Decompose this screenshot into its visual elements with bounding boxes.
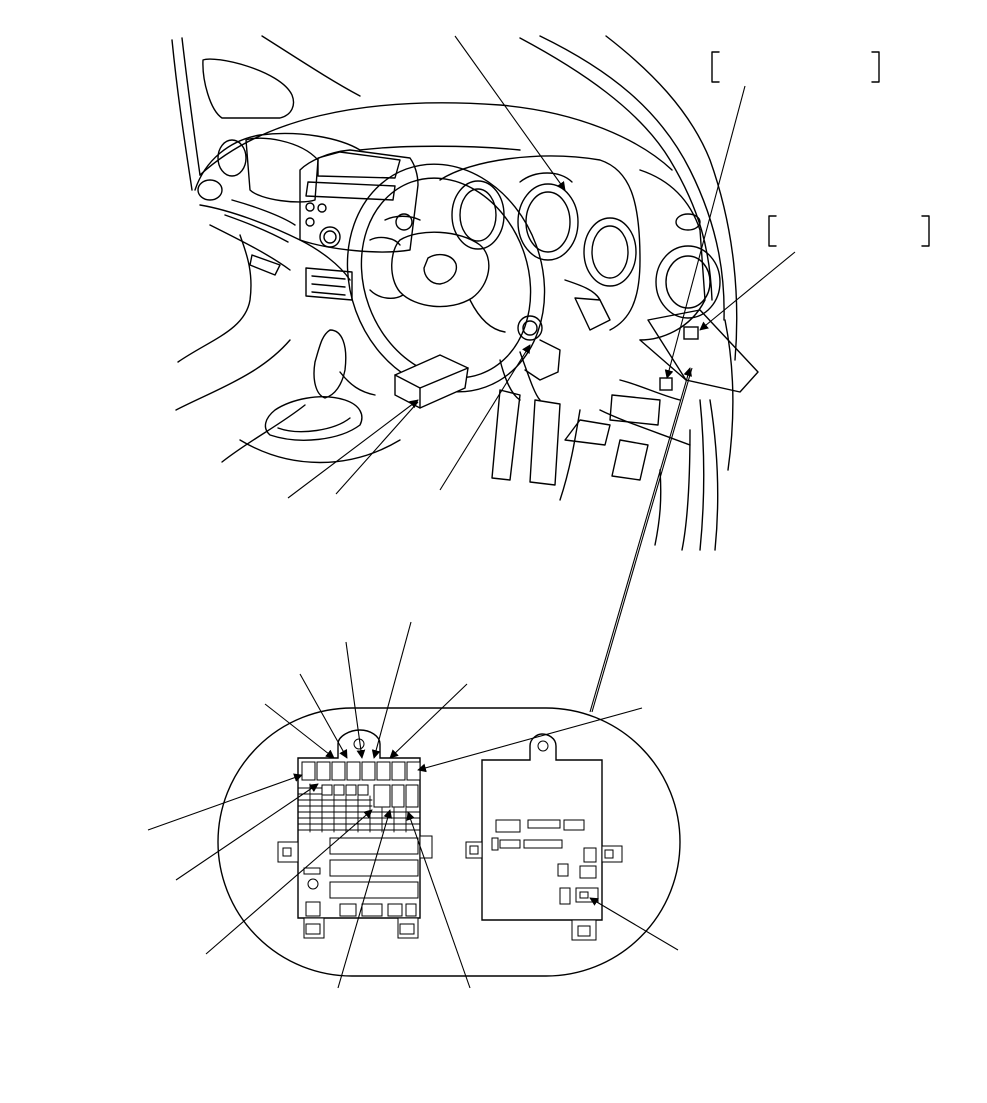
steering-wheel — [346, 163, 546, 393]
dashboard-illustration — [171, 35, 759, 551]
center-console — [239, 149, 419, 464]
leader-relay-3 — [264, 703, 335, 759]
leader-to-inset — [589, 367, 693, 713]
leader-fuse-c — [406, 811, 471, 989]
connector-box-upper — [683, 326, 699, 340]
callout-bracket-1 — [711, 51, 880, 83]
inset-leader-lines — [147, 621, 679, 989]
leader-relay-6 — [371, 621, 412, 759]
fuse-box-front-view — [277, 729, 433, 939]
leader-under-dash-box-2 — [335, 401, 419, 495]
right-dashboard-area — [564, 169, 759, 446]
leader-relay-5 — [345, 641, 366, 759]
ignition-switch — [499, 315, 561, 401]
left-door-panel — [175, 58, 306, 463]
upper-leader-lines — [287, 35, 796, 713]
large-slot-rows — [303, 837, 419, 917]
fuse-box-inset — [147, 621, 681, 989]
leader-fuse-b — [337, 809, 393, 989]
leader-upper-connector — [699, 251, 796, 331]
leader-relay-7 — [389, 683, 468, 759]
lower-dash-pedals — [491, 319, 734, 551]
leader-lower-connector — [664, 85, 746, 379]
leader-under-dash-box — [287, 399, 419, 499]
under-dash-fuse-box — [394, 354, 469, 409]
fuse-box-rear-view — [465, 733, 623, 941]
leader-cluster — [454, 35, 566, 191]
instrument-cluster — [439, 155, 641, 331]
leader-ignition — [439, 344, 531, 491]
windshield-frame — [171, 35, 738, 361]
connector-box-lower — [659, 377, 673, 391]
leader-rear-connector — [589, 897, 679, 951]
callout-bracket-2 — [768, 215, 930, 247]
leader-relay-8 — [417, 707, 643, 773]
inset-outline — [217, 707, 681, 977]
leader-fuse-a — [205, 809, 373, 955]
small-fuse-grid — [297, 783, 421, 833]
top-relay-row — [301, 761, 421, 781]
leader-relay-4 — [299, 673, 348, 759]
leader-relay-2 — [175, 783, 319, 881]
dashboard-body — [194, 132, 521, 281]
leader-relay-1 — [147, 773, 303, 831]
leader-to-inset-double — [591, 367, 693, 713]
